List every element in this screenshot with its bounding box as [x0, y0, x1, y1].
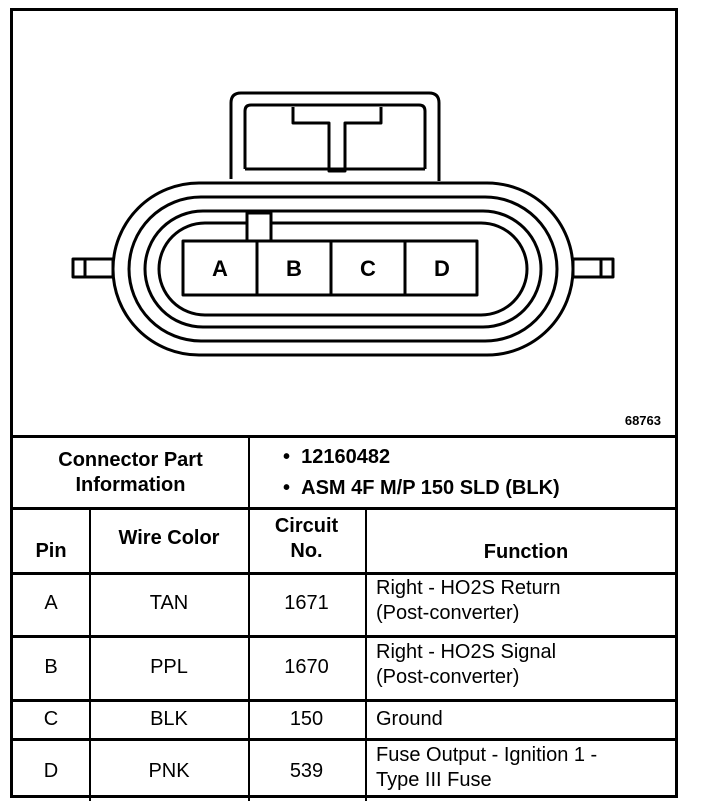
- cell-function: Right - HO2S Signal (Post-converter): [376, 640, 676, 696]
- connector-shell-mid: [127, 195, 559, 343]
- function-line2: (Post-converter): [376, 602, 520, 624]
- function-line1: Fuse Output - Ignition 1 -: [376, 744, 598, 766]
- part-info-label-line1: Connector Part: [58, 449, 203, 471]
- left-ear: [71, 257, 115, 279]
- pin-label-a: A: [212, 256, 228, 281]
- function-line1: Right - HO2S Return: [376, 577, 561, 599]
- header-function: Function: [483, 541, 569, 563]
- header-circuit-line1: Circuit: [274, 515, 339, 537]
- col-separator-circuit: [365, 509, 367, 801]
- part-number-item: ASM 4F M/P 150 SLD (BLK): [283, 473, 560, 504]
- cell-function: Fuse Output - Ignition 1 - Type III Fuse: [376, 743, 676, 799]
- connector-shell-inner: [143, 209, 543, 329]
- cell-function: Right - HO2S Return (Post-converter): [376, 576, 676, 632]
- cell-function: Ground: [376, 707, 443, 730]
- part-number-item: 12160482: [283, 442, 560, 473]
- connector-sheet: A B C D 68763 Connector Part Information: [10, 8, 678, 801]
- cell-circuit: 539: [289, 759, 324, 782]
- header-wire-color: Wire Color: [118, 526, 220, 549]
- cell-pin: A: [44, 591, 58, 614]
- part-info-label-line2: Information: [75, 474, 186, 496]
- cell-circuit: 150: [289, 707, 324, 730]
- cell-circuit: 1670: [284, 655, 329, 678]
- header-circuit-no: Circuit No.: [248, 511, 365, 567]
- part-info-separator: [248, 437, 250, 509]
- cell-pin: C: [43, 707, 59, 730]
- connector-diagram: A B C D 68763: [13, 11, 675, 437]
- cell-wire-color: PPL: [150, 655, 188, 678]
- polarizing-key: [245, 211, 273, 243]
- col-separator-pin: [89, 509, 91, 801]
- pin-label-d: D: [434, 256, 450, 281]
- col-separator-wire: [248, 509, 250, 801]
- function-line2: Type III Fuse: [376, 769, 492, 791]
- header-divider: [13, 572, 675, 575]
- right-ear: [571, 257, 615, 279]
- lock-tab-t: [291, 107, 383, 173]
- pin-label-c: C: [360, 256, 376, 281]
- lock-tab-outer: [229, 91, 441, 181]
- function-line1: Right - HO2S Signal: [376, 641, 557, 663]
- part-info-divider: [13, 507, 675, 510]
- cell-pin: B: [44, 655, 58, 678]
- connector-face-drawing: A B C D: [71, 91, 615, 357]
- part-info-label: Connector Part Information: [13, 441, 248, 505]
- lock-tab-inner: [243, 103, 427, 169]
- function-line2: (Post-converter): [376, 666, 520, 688]
- cell-pin: D: [43, 759, 59, 782]
- header-pin: Pin: [35, 539, 67, 562]
- header-circuit-line2: No.: [290, 540, 323, 562]
- row-divider-c: [13, 738, 675, 741]
- diagram-divider: [13, 435, 675, 438]
- connector-shell-core: [157, 221, 529, 317]
- row-divider-a: [13, 635, 675, 638]
- cell-wire-color: BLK: [150, 707, 188, 730]
- cell-wire-color: PNK: [148, 759, 190, 782]
- row-divider-b: [13, 699, 675, 702]
- part-number-list: 12160482 ASM 4F M/P 150 SLD (BLK): [283, 442, 560, 504]
- figure-id: 68763: [624, 413, 661, 428]
- cell-circuit: 1671: [284, 591, 329, 614]
- pin-label-b: B: [286, 256, 302, 281]
- cell-wire-color: TAN: [149, 591, 189, 614]
